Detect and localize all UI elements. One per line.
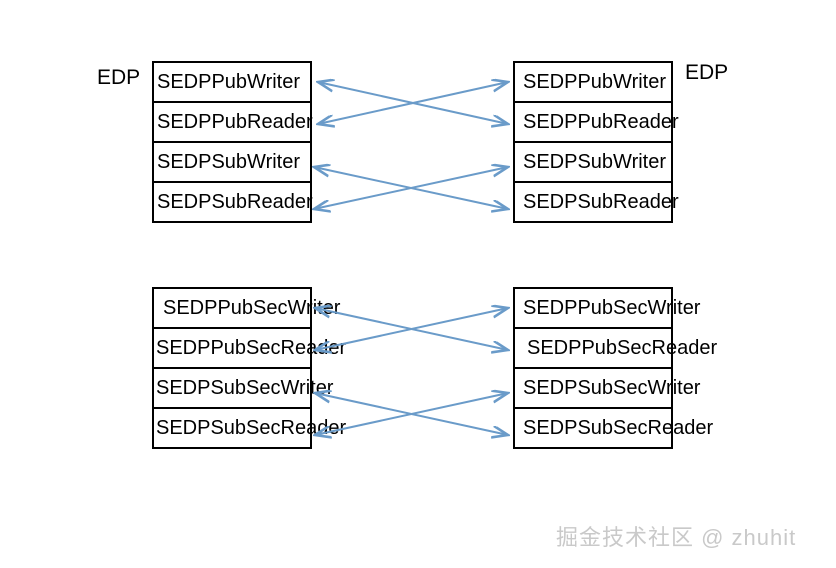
endpoint-label: SEDPSubWriter — [523, 151, 667, 173]
connection-subwriter-to-subreader — [314, 167, 508, 209]
endpoint-box-right-sedp-sub-writer[interactable]: SEDPSubWriter — [513, 141, 673, 183]
endpoint-label: SEDPSubWriter — [157, 151, 301, 173]
endpoint-box-left-sedp-pub-reader[interactable]: SEDPPubReader — [152, 101, 313, 143]
endpoint-label: SEDPPubSecWriter — [163, 297, 341, 319]
endpoint-group-right-secure: SEDPPubSecWriter SEDPPubSecReader SEDPSu… — [513, 287, 717, 449]
endpoint-label: SEDPPubReader — [157, 111, 313, 133]
connection-subreader-to-subwriter — [314, 167, 508, 209]
endpoint-box-right-sedp-sub-sec-reader[interactable]: SEDPSubSecReader — [513, 407, 713, 449]
endpoint-label: SEDPSubSecWriter — [523, 377, 701, 399]
endpoint-group-left-discovery: SEDPPubWriter SEDPPubReader SEDPSubWrite… — [152, 61, 313, 223]
watermark-text: 掘金技术社区 @ zhuhit — [556, 525, 797, 550]
endpoint-box-left-sedp-sub-sec-reader[interactable]: SEDPSubSecReader — [152, 407, 346, 449]
endpoint-group-right-discovery: SEDPPubWriter SEDPPubReader SEDPSubWrite… — [513, 61, 679, 223]
endpoint-box-right-sedp-sub-sec-writer[interactable]: SEDPSubSecWriter — [513, 367, 700, 409]
endpoint-box-right-sedp-pub-sec-writer[interactable]: SEDPPubSecWriter — [513, 287, 700, 329]
endpoint-box-left-sedp-sub-sec-writer[interactable]: SEDPSubSecWriter — [152, 367, 333, 409]
endpoint-label: SEDPPubReader — [523, 111, 679, 133]
edp-participant-container-right — [0, 449, 227, 568]
edp-label-left: EDP — [97, 66, 141, 89]
endpoint-box-right-sedp-pub-reader[interactable]: SEDPPubReader — [513, 101, 679, 143]
connection-pubwriter-to-pubreader — [318, 82, 508, 124]
endpoint-label: SEDPPubSecWriter — [523, 297, 701, 319]
endpoint-box-left-sedp-sub-writer[interactable]: SEDPSubWriter — [152, 141, 312, 183]
endpoint-label: SEDPSubSecWriter — [156, 377, 334, 399]
endpoint-label: SEDPSubSecReader — [156, 417, 347, 439]
edp-label-right: EDP — [685, 61, 729, 84]
endpoint-label: SEDPSubReader — [157, 191, 313, 213]
endpoint-box-left-sedp-pub-sec-writer[interactable]: SEDPPubSecWriter — [152, 287, 340, 329]
endpoint-label: SEDPSubSecReader — [523, 417, 714, 439]
endpoint-box-right-sedp-pub-sec-reader[interactable]: SEDPPubSecReader — [513, 327, 717, 369]
connection-pubreader-to-pubwriter — [318, 82, 508, 124]
endpoint-box-left-sedp-pub-writer[interactable]: SEDPPubWriter — [152, 61, 312, 103]
endpoint-label: SEDPPubWriter — [523, 71, 667, 93]
endpoint-group-left-secure: SEDPPubSecWriter SEDPPubSecReader SEDPSu… — [152, 287, 346, 449]
endpoint-box-left-sedp-sub-reader[interactable]: SEDPSubReader — [152, 181, 313, 223]
endpoint-label: SEDPPubSecReader — [156, 337, 347, 359]
endpoint-label: SEDPPubWriter — [157, 71, 301, 93]
endpoint-label: SEDPPubSecReader — [527, 337, 718, 359]
endpoint-label: SEDPSubReader — [523, 191, 679, 213]
endpoint-box-left-sedp-pub-sec-reader[interactable]: SEDPPubSecReader — [152, 327, 346, 369]
endpoint-box-right-sedp-sub-reader[interactable]: SEDPSubReader — [513, 181, 679, 223]
endpoint-box-right-sedp-pub-writer[interactable]: SEDPPubWriter — [513, 61, 673, 103]
